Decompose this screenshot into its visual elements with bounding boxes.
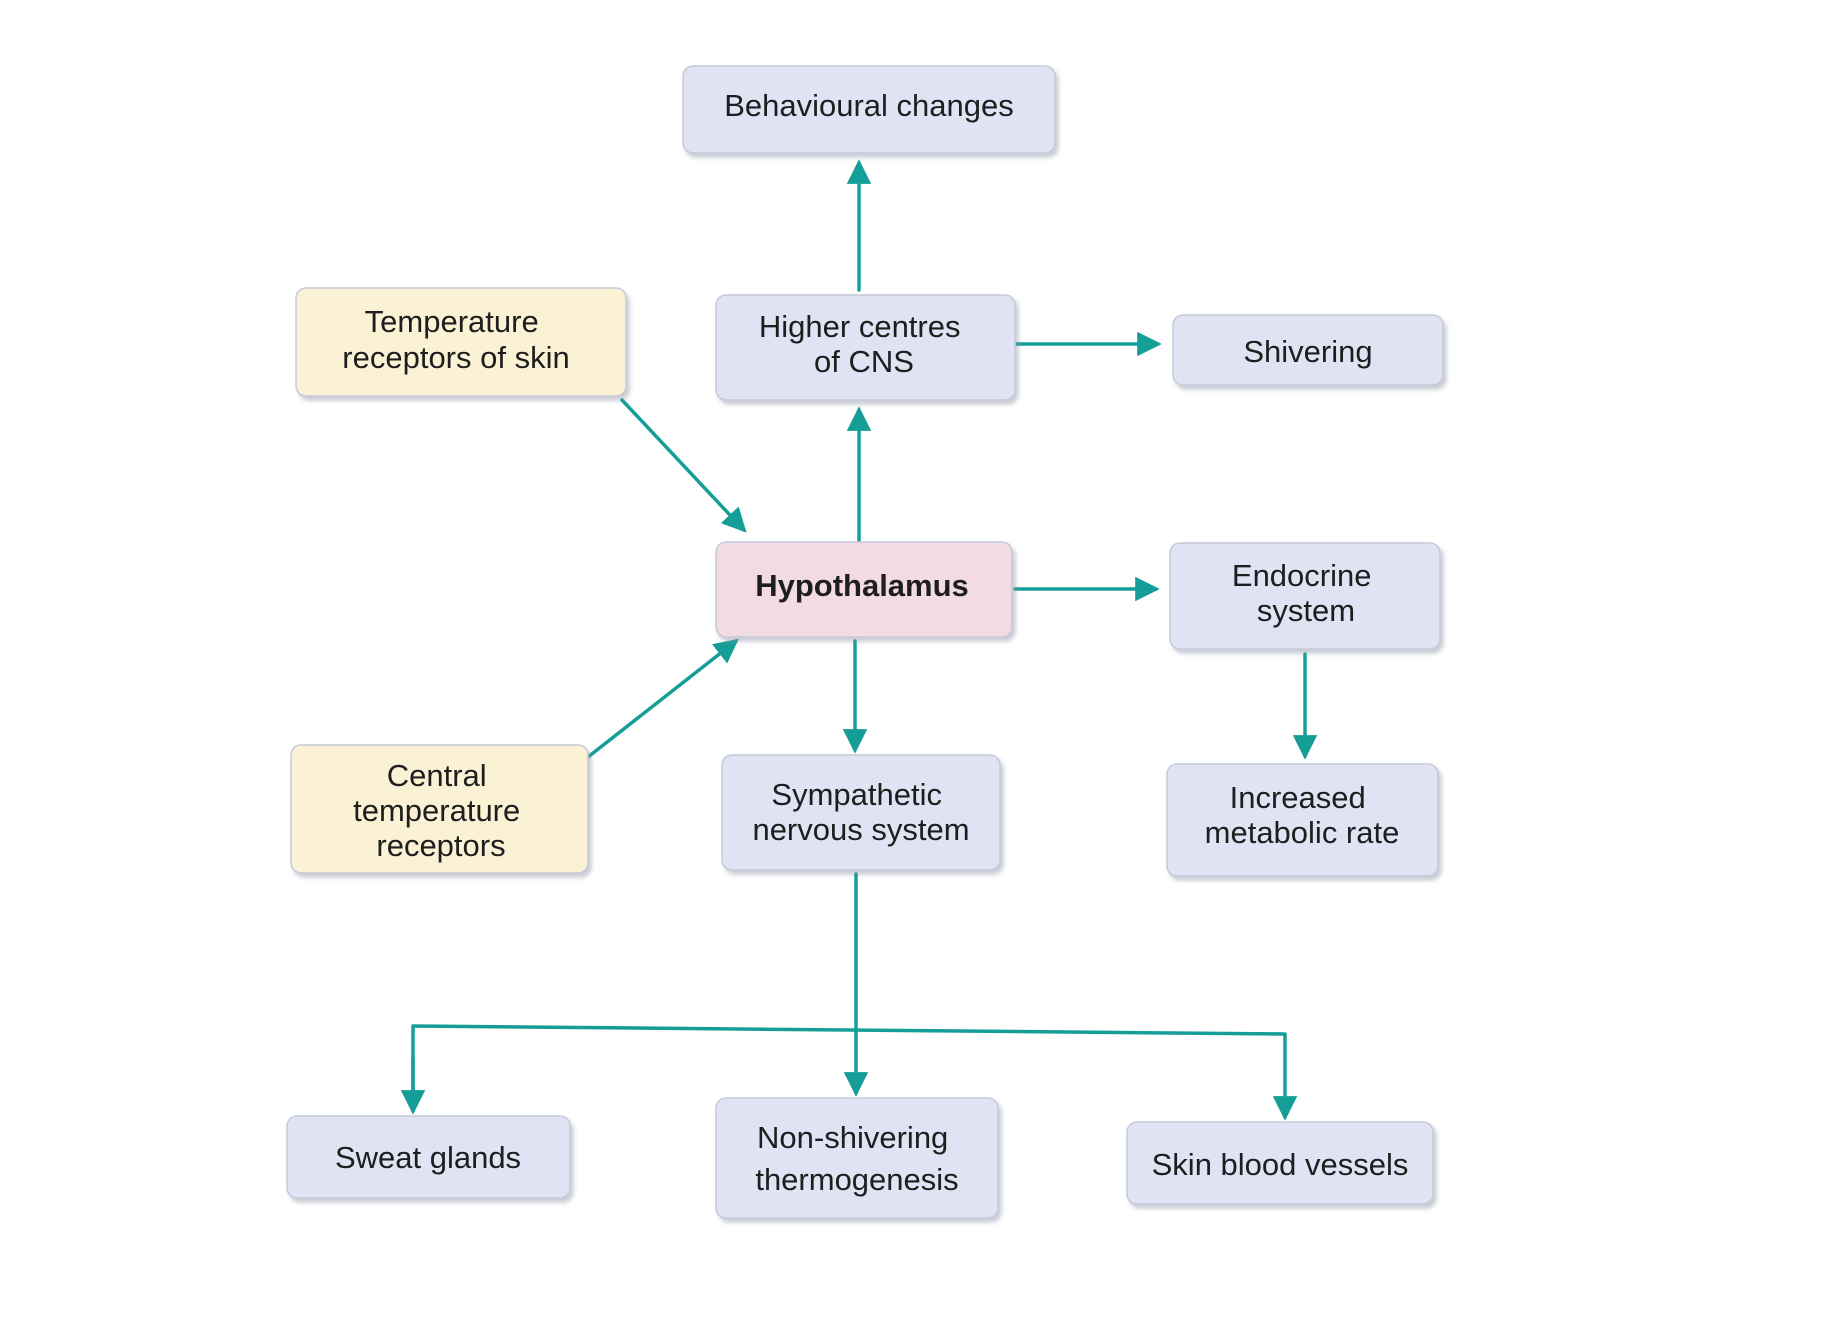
behavioural-changes-label: Behavioural changes: [724, 88, 1014, 123]
increased-metabolic-rate-label: Increased metabolic rate: [1205, 780, 1400, 850]
non-shivering-thermogenesis-label: Non-shivering thermogenesis: [755, 1120, 958, 1197]
sweat-glands-box: [286, 1115, 571, 1199]
skin-blood-vessels-label: Skin blood vessels: [1152, 1147, 1409, 1182]
arrow-skin-receptors-to-hypothalamus: [620, 398, 747, 533]
central-temperature-receptors-node: Central temperature receptors: [290, 744, 589, 874]
non-shivering-thermogenesis-box: [715, 1097, 999, 1219]
central-temperature-receptors-box: [290, 744, 589, 874]
higher-centres-label: Higher centres of CNS: [759, 309, 969, 379]
sympathetic-nervous-system-label: Sympathetic nervous system: [752, 777, 969, 847]
connectors: [400, 159, 1318, 1121]
shivering-box: [1172, 314, 1444, 386]
hypothalamus-node: Hypothalamus: [715, 541, 1013, 638]
sympathetic-nervous-system-node: Sympathetic nervous system: [721, 754, 1001, 871]
shivering-node: Shivering: [1172, 314, 1444, 386]
endocrine-system-label: Endocrine system: [1232, 558, 1380, 628]
central-temperature-receptors-label: Central temperature receptors: [353, 758, 529, 863]
non-shivering-thermogenesis-node: Non-shivering thermogenesis: [715, 1097, 999, 1219]
higher-centres-box: [715, 294, 1016, 401]
sweat-glands-label: Sweat glands: [335, 1140, 521, 1175]
increased-metabolic-rate-box: [1166, 763, 1439, 877]
behavioural-changes-node: Behavioural changes: [682, 65, 1056, 154]
hypothalamus-box: [715, 541, 1013, 638]
sympathetic-nervous-system-box: [721, 754, 1001, 871]
sweat-glands-node: Sweat glands: [286, 1115, 571, 1199]
higher-centres-node: Higher centres of CNS: [715, 294, 1016, 401]
behavioural-changes-box: [682, 65, 1056, 154]
temperature-receptors-skin-node: Temperature receptors of skin: [295, 287, 627, 397]
hypothalamus-label: Hypothalamus: [755, 568, 969, 603]
shivering-label: Shivering: [1243, 334, 1372, 369]
skin-blood-vessels-node: Skin blood vessels: [1126, 1121, 1434, 1205]
temperature-receptors-skin-box: [295, 287, 627, 397]
endocrine-system-node: Endocrine system: [1169, 542, 1441, 650]
increased-metabolic-rate-node: Increased metabolic rate: [1166, 763, 1439, 877]
arrow-central-receptors-to-hypothalamus: [586, 638, 739, 759]
endocrine-system-box: [1169, 542, 1441, 650]
skin-blood-vessels-box: [1126, 1121, 1434, 1205]
temperature-receptors-skin-label: Temperature receptors of skin: [342, 304, 569, 375]
